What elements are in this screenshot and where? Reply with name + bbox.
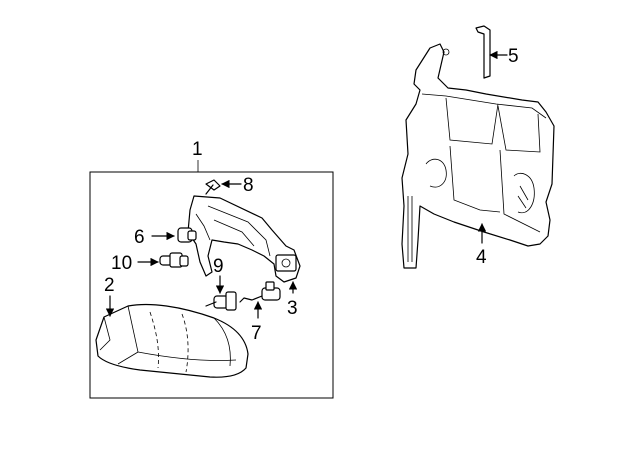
callout-9: 9 xyxy=(213,256,224,277)
callout-5: 5 xyxy=(508,46,519,67)
callout-1: 1 xyxy=(192,139,203,160)
callout-7: 7 xyxy=(251,323,262,344)
bulb-part-6 xyxy=(177,227,197,243)
rod-part-5 xyxy=(475,25,491,79)
callout-2: 2 xyxy=(104,275,115,296)
callout-3: 3 xyxy=(287,298,298,319)
bulb-part-9 xyxy=(205,291,237,311)
headlamp-lens xyxy=(95,303,249,378)
callout-8: 8 xyxy=(243,175,254,196)
callout-4: 4 xyxy=(476,247,487,268)
callout-6: 6 xyxy=(134,227,145,248)
callout-10: 10 xyxy=(111,253,132,274)
screw-part-8 xyxy=(205,179,221,195)
headlamp-assembly-frame xyxy=(89,171,334,399)
mounting-panel xyxy=(401,43,555,269)
bulb-part-10 xyxy=(159,252,189,268)
socket-part-7 xyxy=(239,281,281,303)
headlamp-housing xyxy=(187,195,301,283)
